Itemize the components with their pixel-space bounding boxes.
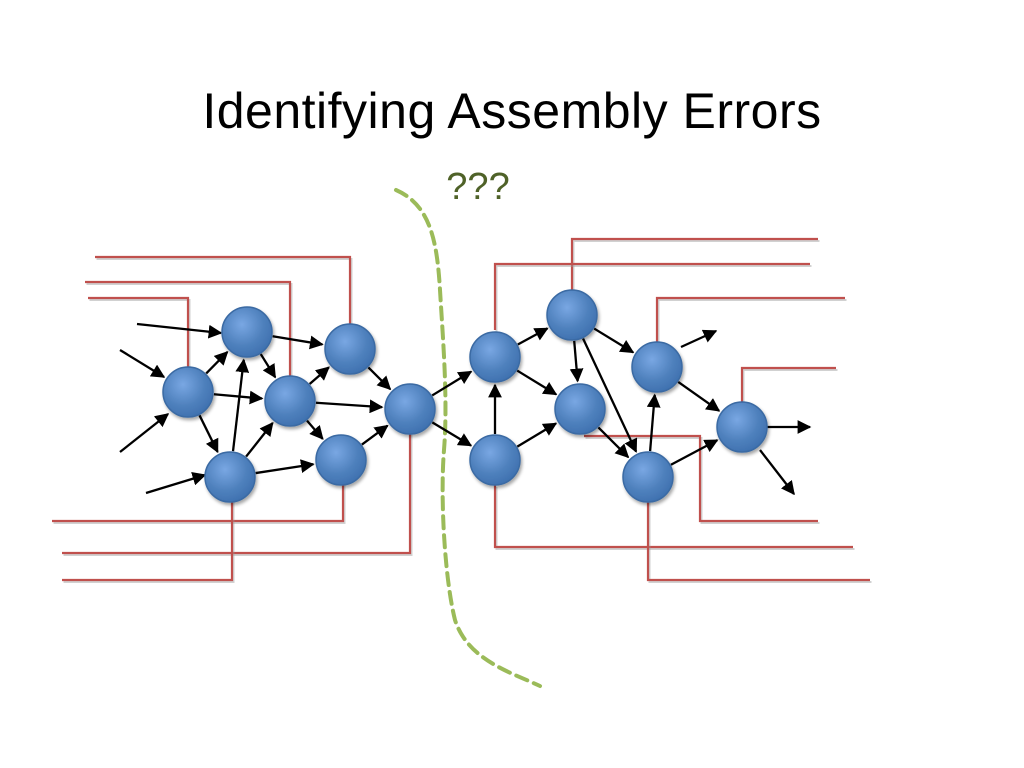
graph-node	[469, 331, 521, 383]
read-line	[95, 255, 352, 325]
graph-node	[622, 451, 674, 503]
graph-edge	[259, 353, 277, 379]
read-line-shadow	[86, 283, 293, 380]
read-line	[493, 262, 810, 330]
graph-edge	[646, 393, 661, 452]
read-line-shadow	[96, 258, 353, 327]
read-line	[62, 420, 412, 555]
graph-edge	[569, 340, 584, 383]
graph-edge	[213, 390, 264, 405]
read-line-shadow	[657, 299, 847, 345]
graph-edge-external	[759, 449, 795, 496]
read-line	[655, 296, 845, 343]
read-line-shadow	[63, 494, 235, 583]
unknown-annotation: ???	[446, 166, 510, 208]
read-line	[493, 485, 853, 549]
read-line	[62, 492, 234, 582]
graph-edge	[306, 419, 324, 440]
graph-edge	[516, 369, 558, 396]
graph-edge	[517, 327, 549, 346]
graph-node	[469, 434, 521, 486]
graph-edge	[272, 335, 324, 350]
graph-edge-external	[119, 413, 170, 453]
graph-edge-external	[119, 349, 166, 378]
graph-node	[384, 383, 436, 435]
read-line-shadow	[572, 240, 820, 292]
graph-node	[554, 383, 606, 435]
read-line-shadow	[63, 422, 413, 556]
read-line	[52, 470, 345, 523]
graph-edge	[308, 366, 330, 385]
read-line-shadow	[495, 487, 855, 550]
graph-node	[315, 434, 367, 486]
graph-edge-external	[680, 329, 718, 349]
graph-node	[631, 341, 683, 393]
read-line-shadow	[648, 502, 872, 583]
graph-node	[204, 451, 256, 503]
read-lines	[52, 237, 872, 583]
graph-edge-external	[145, 472, 207, 495]
read-line-shadow	[53, 472, 346, 524]
read-line-shadow	[585, 437, 820, 524]
read-line	[88, 296, 190, 367]
graph-edge	[245, 421, 274, 458]
graph-edge	[677, 381, 721, 412]
graph-node	[324, 323, 376, 375]
graph-node	[162, 366, 214, 418]
graph-edge	[670, 439, 719, 466]
read-line-shadow	[89, 299, 191, 369]
graph-edge	[231, 358, 250, 452]
contig-break-divider	[394, 188, 542, 688]
read-line	[740, 366, 836, 402]
graph-edges	[119, 322, 812, 496]
graph-edge	[593, 327, 635, 354]
graph-edge	[198, 414, 219, 454]
graph-edge-external	[136, 322, 223, 339]
read-line	[646, 500, 870, 582]
graph-edge	[431, 370, 473, 397]
read-line-shadow	[495, 265, 812, 332]
graph-node	[716, 401, 768, 453]
graph-node	[264, 375, 316, 427]
read-line-shadow	[742, 369, 838, 404]
divider-curve	[394, 188, 542, 688]
read-line	[85, 280, 292, 378]
graph-edge	[205, 350, 229, 375]
graph-edge	[582, 338, 638, 453]
graph-edge	[361, 424, 389, 446]
graph-nodes	[162, 289, 768, 503]
graph-edge	[367, 366, 392, 391]
read-line	[570, 237, 818, 290]
graph-edge	[516, 422, 558, 448]
graph-edge	[255, 459, 315, 475]
graph-edge	[597, 426, 630, 459]
slide-title: Identifying Assembly Errors	[202, 83, 822, 139]
graph-edge	[431, 421, 473, 447]
graph-node	[546, 289, 598, 341]
graph-node	[221, 306, 273, 358]
graph-edge	[315, 399, 384, 414]
read-line	[584, 434, 818, 523]
